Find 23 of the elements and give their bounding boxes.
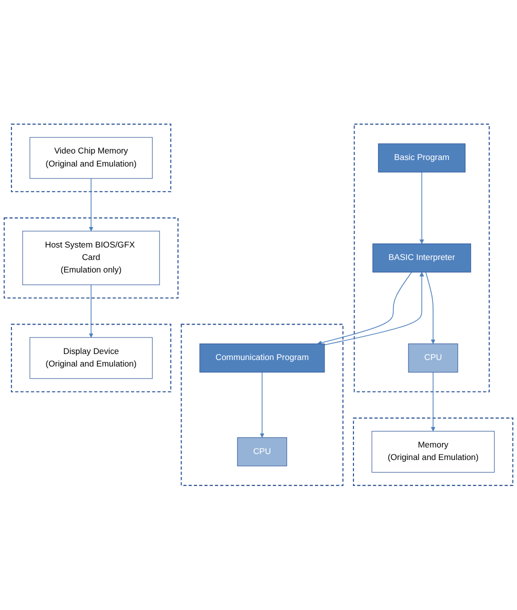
node-box: Communication Program [199,344,325,373]
node-box: Video Chip Memory (Original and Emulation) [30,137,153,179]
cluster [352,418,514,486]
node-box: CPU [237,437,288,466]
node-box: Memory (Original and Emulation) [372,431,495,473]
arrow [260,372,264,438]
arrow [425,272,436,344]
cluster [10,324,172,392]
node-box: CPU [408,344,458,373]
arrow [88,284,94,338]
node-box: Display Device (Original and Emulation) [30,337,153,379]
cluster [354,124,490,392]
node-box: BASIC Interpreter [372,244,472,273]
arrow [317,272,412,346]
arrow [88,178,94,232]
arrow [419,172,424,244]
arrow [324,272,424,346]
cluster [4,218,179,299]
node-box: Host System BIOS/GFX Card (Emulation only) [22,231,160,286]
cluster [180,324,344,486]
arrow [430,372,436,432]
node-box: Basic Program [378,144,466,173]
cluster [10,124,172,192]
